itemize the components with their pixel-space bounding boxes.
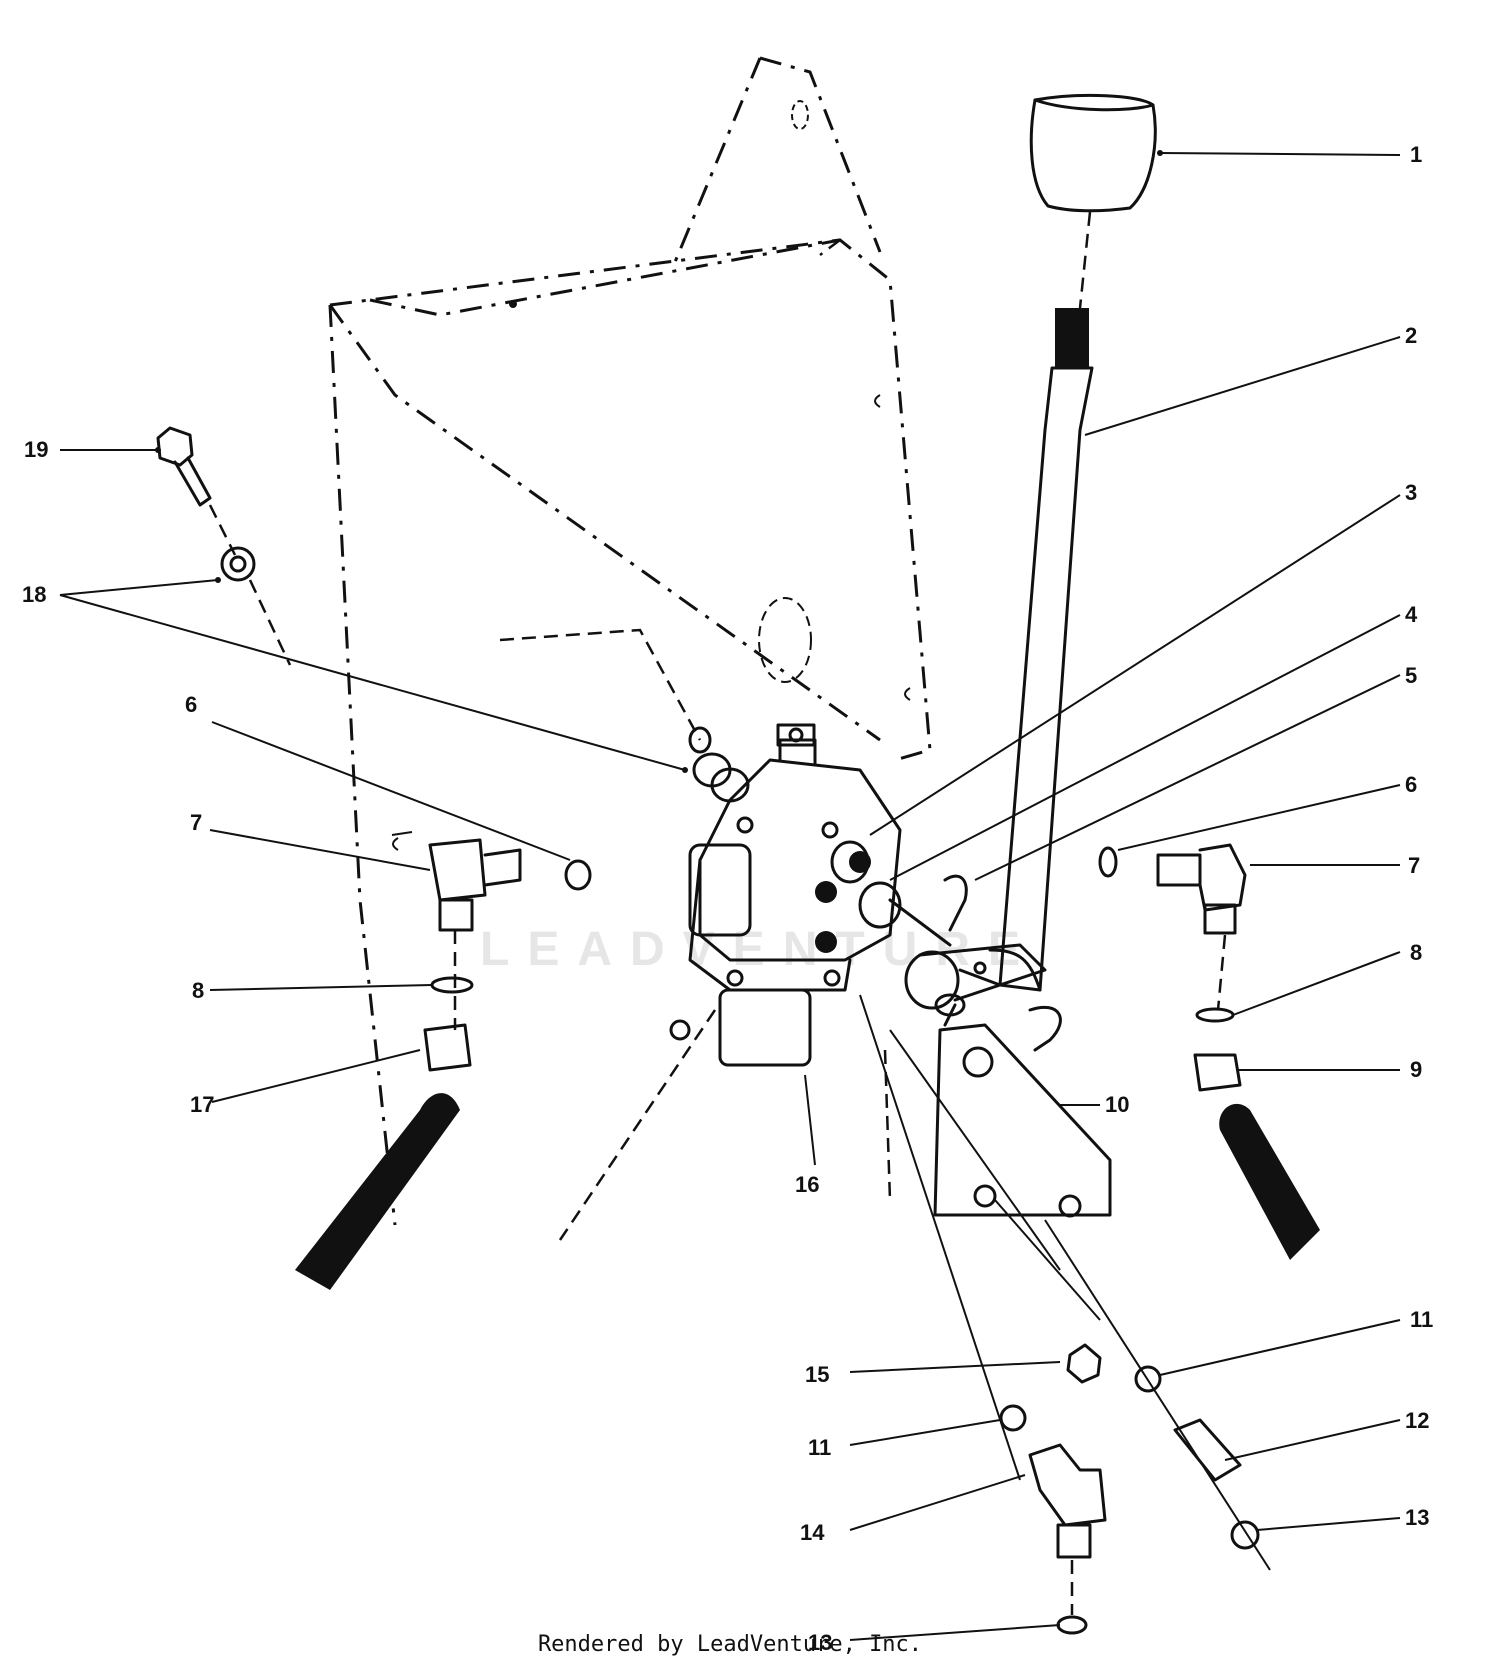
callout-11-left: 11 — [808, 1435, 831, 1460]
bolt-and-washer — [156, 426, 292, 666]
callout-6-right: 6 — [1405, 772, 1417, 797]
callout-12: 12 — [1405, 1408, 1429, 1433]
valve-fittings — [830, 840, 1062, 1052]
callout-18: 18 — [22, 582, 46, 607]
callout-10: 10 — [1105, 1092, 1129, 1117]
right-elbow-and-hose — [1098, 843, 1320, 1260]
callout-2: 2 — [1405, 323, 1417, 348]
fittings-left-of-valve — [499, 628, 750, 803]
render-credit-text: Rendered by LeadVenture, Inc. — [537, 1632, 923, 1657]
callout-13-bottom: 13 — [808, 1630, 832, 1655]
callout-7-left: 7 — [190, 810, 202, 835]
callout-3: 3 — [1405, 480, 1417, 505]
callout-8-right: 8 — [1410, 940, 1422, 965]
callout-19: 19 — [24, 437, 48, 462]
callout-1: 1 — [1410, 142, 1422, 167]
callout-9: 9 — [1410, 1057, 1422, 1082]
callout-4: 4 — [1405, 602, 1418, 627]
callout-labels: 1 2 3 4 5 6 7 8 9 10 11 12 13 15 11 14 1… — [22, 142, 1433, 1655]
callout-13-right: 13 — [1405, 1505, 1429, 1530]
leader-lines — [59, 150, 1401, 1641]
callout-8-left: 8 — [192, 978, 204, 1003]
callout-14: 14 — [800, 1520, 825, 1545]
callout-15: 15 — [805, 1362, 829, 1387]
lower-fittings — [558, 994, 1271, 1635]
callout-16: 16 — [795, 1172, 819, 1197]
callout-7-right: 7 — [1408, 853, 1420, 878]
callout-11-right: 11 — [1410, 1307, 1433, 1332]
left-elbow-and-hose — [295, 838, 592, 1290]
plate-part — [933, 993, 1112, 1218]
mounting-bracket-outline — [328, 56, 932, 1226]
callout-5: 5 — [1405, 663, 1417, 688]
lever-part — [958, 308, 1094, 992]
callout-17: 17 — [190, 1092, 214, 1117]
knob-part — [1029, 93, 1157, 309]
control-valve-body — [669, 723, 902, 1067]
callout-6-left: 6 — [185, 692, 197, 717]
render-credit-footer: Rendered by LeadVenture, Inc. — [0, 1632, 1500, 1657]
